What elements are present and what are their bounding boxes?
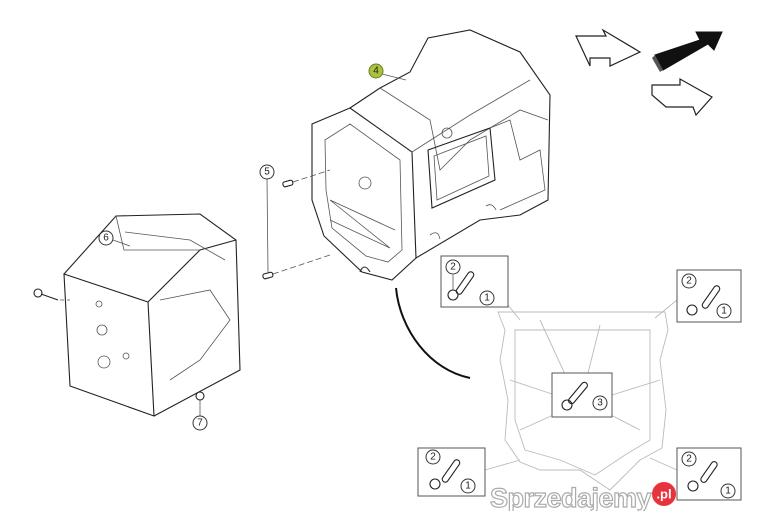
plug — [195, 391, 205, 401]
svg-text:.pl: .pl — [656, 487, 671, 502]
callout-1: 1 — [465, 481, 471, 492]
detail-box-top-right: 2 1 — [676, 269, 742, 323]
gasket — [497, 311, 669, 491]
dowel-pin — [262, 271, 274, 280]
callout-1: 1 — [484, 293, 490, 304]
rear-housing — [63, 213, 241, 417]
callout-1: 1 — [721, 306, 727, 317]
detail-box-center: 3 — [551, 372, 613, 418]
callout-7[interactable]: 7 — [192, 415, 208, 431]
callout-2: 2 — [686, 454, 692, 465]
callout-3: 3 — [597, 398, 603, 409]
svg-text:Sprzedajemy: Sprzedajemy — [490, 483, 652, 511]
callout-2: 2 — [430, 452, 436, 463]
view-arrow-forward-icon[interactable] — [652, 31, 723, 72]
bolt — [33, 288, 59, 301]
watermark: Sprzedajemy .pl — [489, 482, 676, 511]
callout-1: 1 — [725, 486, 731, 497]
detail-box-bottom-right: 2 1 — [676, 447, 742, 501]
callout-4[interactable]: 4 — [368, 63, 384, 79]
callout-2: 2 — [686, 276, 692, 287]
svg-text:4: 4 — [373, 66, 379, 77]
callout-2: 2 — [450, 262, 456, 273]
svg-text:6: 6 — [103, 233, 109, 244]
view-arrow-down-icon[interactable] — [651, 77, 713, 117]
svg-text:7: 7 — [197, 418, 203, 429]
callout-6[interactable]: 6 — [98, 230, 114, 246]
callout-5[interactable]: 5 — [259, 164, 275, 180]
detail-box-top-left: 2 1 — [440, 255, 509, 308]
transmission-housing — [311, 29, 551, 281]
dowel-pin — [282, 179, 294, 188]
svg-text:5: 5 — [264, 167, 270, 178]
detail-box-bottom-left: 2 1 — [417, 447, 486, 497]
view-arrow-back-icon[interactable] — [575, 28, 642, 67]
